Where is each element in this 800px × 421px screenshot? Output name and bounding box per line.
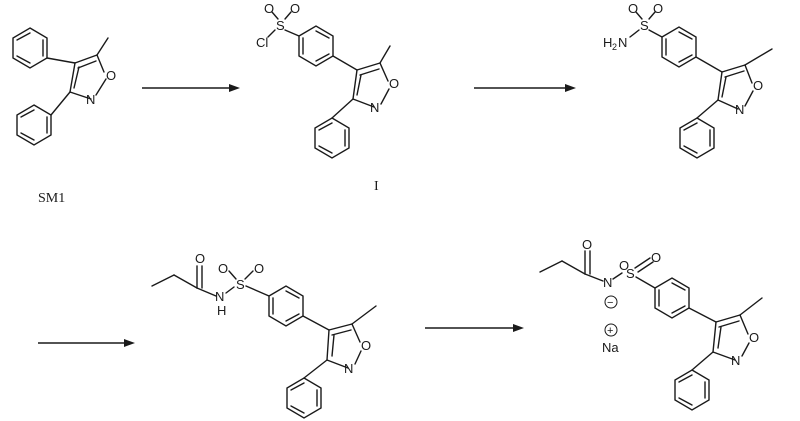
atom-o: O [753,78,763,93]
atom-n: N [215,289,224,304]
phenylene-ring [661,26,697,68]
phenyl-ring [286,377,322,419]
amine-h: H [603,35,612,50]
compound-label-i: I [374,179,379,194]
atom-o: O [389,76,399,91]
atom-n: N [731,353,740,368]
atom-h: H [217,303,226,318]
negative-charge [604,295,618,309]
reaction-arrow [142,84,240,92]
atom-o: O [653,1,663,16]
reaction-arrow [425,324,524,332]
atom-n: N [618,35,627,50]
reaction-arrow [38,339,135,347]
atom-o: O [106,68,116,83]
amine-h-count: 2 [612,42,617,52]
atom-o: O [254,261,264,276]
atom-n: N [603,275,612,290]
positive-charge [604,323,618,337]
phenylene-ring [298,25,334,67]
atom-n: N [370,100,379,115]
atom-o: O [361,338,371,353]
atom-s: S [276,18,285,33]
atom-o: O [218,261,228,276]
atom-na: Na [602,340,619,355]
atom-s: S [236,277,245,292]
atom-o: O [619,258,629,273]
compound-sulfonamide: O O S H 2 N O N [603,1,773,159]
minus-sign: − [607,297,613,309]
atom-n: N [86,92,95,107]
atom-n: N [735,102,744,117]
phenylene-ring [654,277,690,319]
atom-n: N [344,361,353,376]
atom-o: O [264,1,274,16]
atom-s: S [626,266,635,281]
compound-sodium-salt: O N − O O S + Na O N [539,237,763,411]
phenylene-ring [268,285,304,327]
compound-sm1: O N SM1 [12,27,116,206]
plus-sign: + [607,325,613,337]
atom-s: S [640,18,649,33]
phenyl-ring [679,117,715,159]
atom-o: O [195,251,205,266]
phenyl-ring [674,369,710,411]
compound-n-acyl-sulfonamide: O N H O O S O N [151,251,377,419]
atom-o: O [749,330,759,345]
phenyl-ring [12,27,48,69]
atom-o: O [628,1,638,16]
phenyl-ring [314,117,350,159]
atom-cl: Cl [256,35,268,50]
compound-i: O O S Cl O N I [256,1,399,194]
atom-o: O [582,237,592,252]
reaction-arrow [474,84,576,92]
atom-o: O [290,1,300,16]
phenyl-ring [16,104,52,146]
atom-o: O [651,250,661,265]
compound-label-sm1: SM1 [38,191,65,206]
